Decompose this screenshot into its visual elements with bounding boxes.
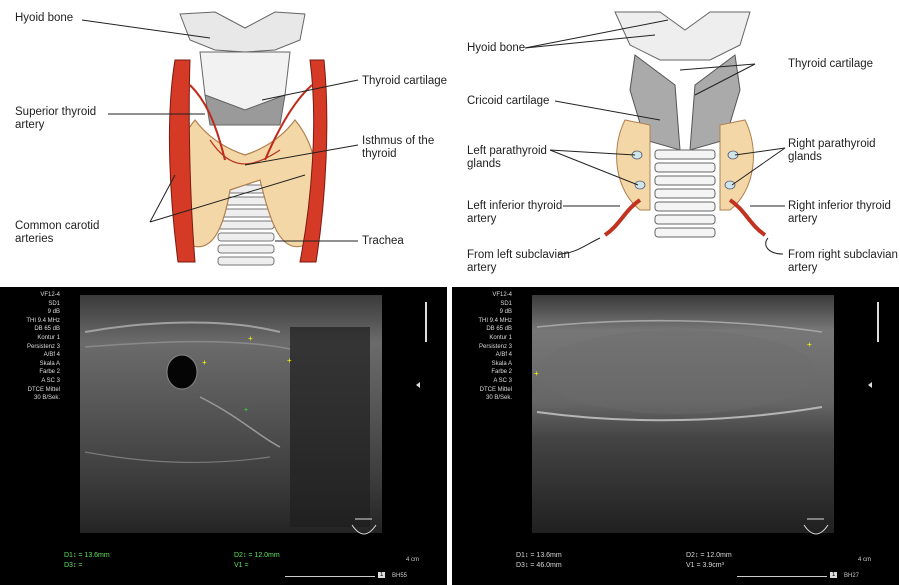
caliper-marker: + (534, 370, 539, 378)
param-kontur: Kontur 1 (2, 334, 60, 343)
param-thi: THI 9.4 MHz (454, 317, 512, 326)
ultrasound-left: VF12-4 SD1 9 dB THI 9.4 MHz DB 65 dB Kon… (0, 287, 447, 585)
param-probe: VF12-4 (454, 291, 512, 300)
page-indicator: 1 (830, 572, 837, 578)
param-persistenz: Persistenz 3 (454, 343, 512, 352)
depth-label: 4 cm (858, 557, 871, 563)
posterior-thyroid-diagram: Hyoid bone Cricoid cartilage Left parath… (450, 0, 899, 280)
label-trachea: Trachea (362, 235, 404, 248)
label-right-inferior-thyroid-artery: Right inferior thyroid artery (788, 200, 891, 226)
label-left-inferior-thyroid-artery: Left inferior thyroid artery (467, 200, 562, 226)
param-abf: A/Bf 4 (454, 351, 512, 360)
label-from-left-subclavian-artery: From left subclavian artery (467, 249, 570, 275)
label-thyroid-cartilage-2: Thyroid cartilage (788, 58, 873, 71)
measurement-volume: V1 = (234, 561, 249, 571)
label-from-right-subclavian-artery: From right subclavian artery (788, 249, 898, 275)
param-probe: VF12-4 (2, 291, 60, 300)
measurement-d3: D3↕ = 46.0mm (516, 561, 562, 571)
label-isthmus-of-thyroid: Isthmus of the thyroid (362, 135, 434, 161)
label-thyroid-cartilage: Thyroid cartilage (362, 75, 447, 88)
param-abf: A/Bf 4 (2, 351, 60, 360)
scan-parameters-left: VF12-4 SD1 9 dB THI 9.4 MHz DB 65 dB Kon… (2, 291, 60, 403)
param-asc: A SC 3 (454, 377, 512, 386)
caliper-marker: + (202, 359, 207, 367)
measurement-d2: D2↕ = 12.0mm (686, 551, 732, 561)
param-kontur: Kontur 1 (454, 334, 512, 343)
param-frame-rate: 30 B/Sek. (454, 394, 512, 403)
image-code: BH55 (392, 573, 407, 579)
caliper-marker: + (807, 341, 812, 349)
measurement-d1: D1↕ = 13.6mm (64, 551, 110, 561)
param-dtce: DTCE Mittel (454, 386, 512, 395)
caliper-marker: + (248, 335, 253, 343)
param-sd: SD1 (2, 300, 60, 309)
measurement-d1: D1↕ = 13.6mm (516, 551, 562, 561)
param-db: DB 65 dB (454, 325, 512, 334)
ultrasound-image-right (452, 287, 899, 585)
measurement-volume: V1 = 3.9cm³ (686, 561, 724, 571)
caliper-marker: + (287, 357, 292, 365)
ultrasound-image-left (0, 287, 447, 585)
page-indicator: 1 (378, 572, 385, 578)
param-dtce: DTCE Mittel (2, 386, 60, 395)
label-left-parathyroid-glands: Left parathyroid glands (467, 145, 547, 171)
label-right-parathyroid-glands: Right parathyroid glands (788, 138, 876, 164)
cine-bar (737, 576, 827, 577)
label-hyoid-bone-2: Hyoid bone (467, 42, 525, 55)
param-farbe: Farbe 2 (454, 368, 512, 377)
anterior-thyroid-diagram: Hyoid bone Superior thyroid artery Commo… (0, 0, 450, 280)
param-sd: SD1 (454, 300, 512, 309)
param-gain: 9 dB (454, 308, 512, 317)
image-code: BH27 (844, 573, 859, 579)
measurement-d2: D2↕ = 12.0mm (234, 551, 280, 561)
measurement-d3: D3↕ = (64, 561, 82, 571)
label-superior-thyroid-artery: Superior thyroid artery (15, 106, 96, 132)
cine-bar (285, 576, 375, 577)
scan-parameters-right: VF12-4 SD1 9 dB THI 9.4 MHz DB 65 dB Kon… (454, 291, 512, 403)
ultrasound-right: VF12-4 SD1 9 dB THI 9.4 MHz DB 65 dB Kon… (452, 287, 899, 585)
param-thi: THI 9.4 MHz (2, 317, 60, 326)
param-asc: A SC 3 (2, 377, 60, 386)
param-farbe: Farbe 2 (2, 368, 60, 377)
param-skala: Skala A (2, 360, 60, 369)
label-hyoid-bone: Hyoid bone (15, 12, 73, 25)
label-common-carotid-arteries: Common carotid arteries (15, 220, 99, 246)
param-gain: 9 dB (2, 308, 60, 317)
param-persistenz: Persistenz 3 (2, 343, 60, 352)
caliper-marker: + (244, 407, 248, 414)
depth-label: 4 cm (406, 557, 419, 563)
param-skala: Skala A (454, 360, 512, 369)
param-frame-rate: 30 B/Sek. (2, 394, 60, 403)
label-cricoid-cartilage: Cricoid cartilage (467, 95, 549, 108)
param-db: DB 65 dB (2, 325, 60, 334)
